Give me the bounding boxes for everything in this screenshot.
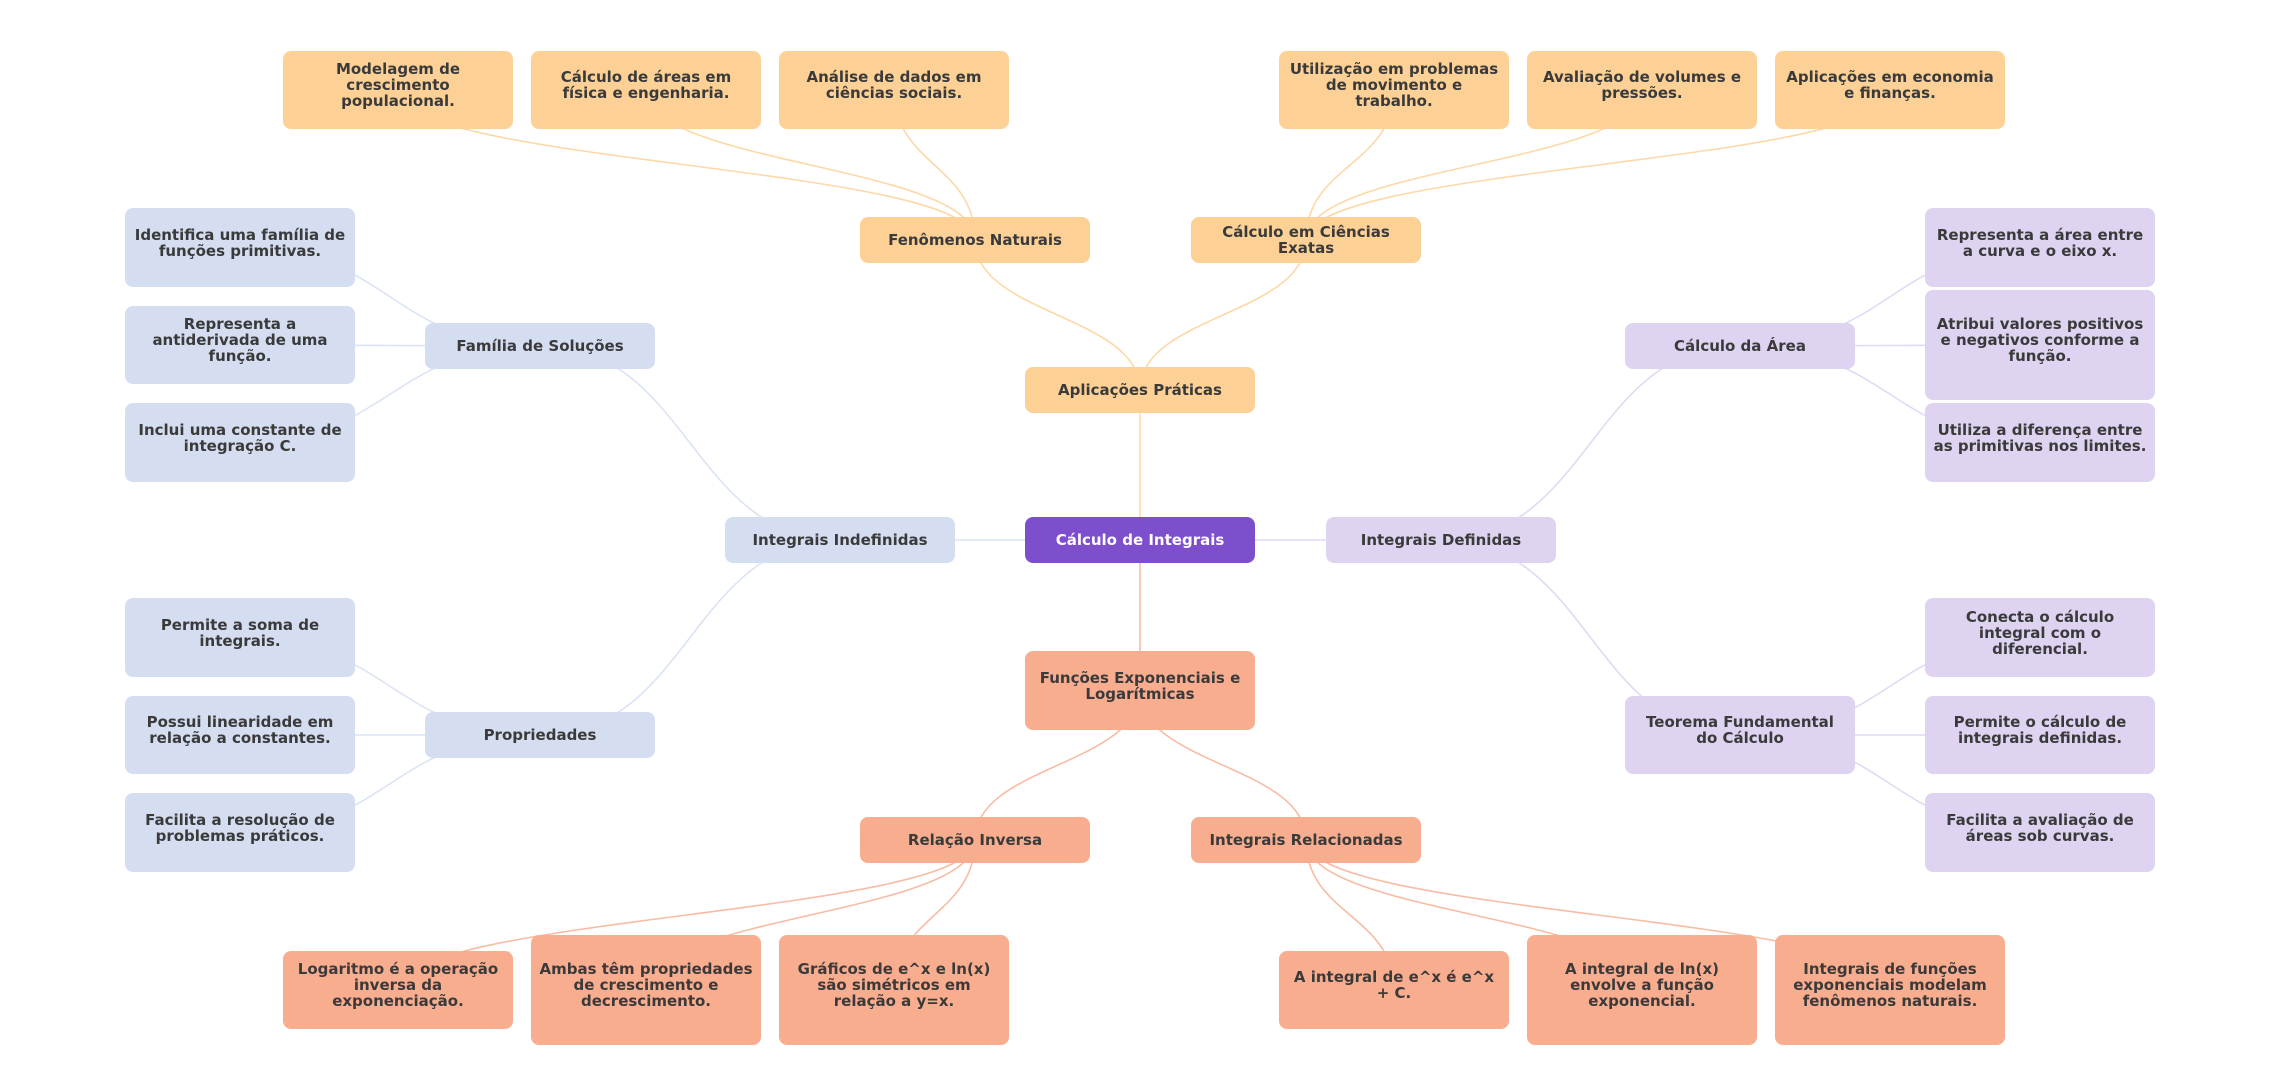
topic-calculo-ciencias-exatas[interactable]: Cálculo em Ciências Exatas [1191,217,1421,263]
leaf-label: Utilização em problemas de movimento e t… [1289,60,1499,110]
leaf-node[interactable]: Integrais de funções exponenciais modela… [1775,935,2005,1045]
leaf-label: Ambas têm propriedades de crescimento e … [539,960,753,1010]
connector-indefinidas-familia [539,345,841,541]
leaf-label: Análise de dados em ciências sociais. [806,68,982,102]
root-node-label: Cálculo de Integrais [1055,531,1225,549]
topic-fenomenos-naturais[interactable]: Fenômenos Naturais [860,217,1090,263]
topic-label: Cálculo da Área [1674,337,1806,355]
branch-label: Funções Exponenciais e Logarítmicas [1039,668,1241,703]
leaf-label: A integral de e^x é e^x + C. [1293,968,1495,1002]
branch-aplicacoes-praticas[interactable]: Aplicações Práticas [1025,367,1255,413]
leaf-label: Representa a área entre a curva e o eixo… [1936,225,2144,260]
topic-label: Família de Soluções [456,337,624,355]
leaf-label: Possui linearidade em relação a constant… [146,713,334,747]
leaf-node[interactable]: Cálculo de áreas em física e engenharia. [531,51,761,129]
leaf-node[interactable]: Gráficos de e^x e ln(x) são simétricos e… [779,935,1009,1045]
leaf-node[interactable]: Representa a antiderivada de uma função. [125,306,355,384]
topic-label: Cálculo em Ciências Exatas [1222,223,1390,257]
leaf-node[interactable]: A integral de ln(x) envolve a função exp… [1527,935,1757,1045]
leaf-label: Avaliação de volumes e pressões. [1542,68,1742,102]
topic-familia-de-solucoes[interactable]: Família de Soluções [425,323,655,369]
branch-integrais-indefinidas[interactable]: Integrais Indefinidas [725,517,955,563]
leaf-node[interactable]: Análise de dados em ciências sociais. [779,51,1009,129]
leaf-label: Utiliza a diferença entre as primitivas … [1933,420,2147,455]
leaf-node[interactable]: Permite a soma de integrais. [125,598,355,677]
leaf-label: Representa a antiderivada de uma função. [152,315,328,365]
leaf-label: Permite a soma de integrais. [160,615,320,650]
leaf-label: Aplicações em economia e finanças. [1786,68,1994,102]
leaf-label: Facilita a avaliação de áreas sob curvas… [1946,810,2134,845]
connector-definidas-area [1440,345,1741,541]
leaf-node[interactable]: Inclui uma constante de integração C. [125,403,355,482]
connector-aplicacoes-exatas [1139,239,1307,391]
topic-label: Fenômenos Naturais [888,231,1062,249]
connector-aplicacoes-fenomenos [974,239,1141,391]
leaf-label: Conecta o cálculo integral com o diferen… [1965,607,2115,658]
leaf-node[interactable]: A integral de e^x é e^x + C. [1279,951,1509,1029]
leaf-label: Integrais de funções exponenciais modela… [1793,960,1987,1010]
leaf-label: Gráficos de e^x e ln(x) são simétricos e… [797,960,991,1010]
branch-integrais-definidas[interactable]: Integrais Definidas [1326,517,1556,563]
branch-funcoes-exponenciais[interactable]: Funções Exponenciais e Logarítmicas [1025,651,1255,730]
leaf-node[interactable]: Facilita a resolução de problemas prátic… [125,793,355,872]
leaf-label: Logaritmo é a operação inversa da expone… [297,960,499,1010]
leaf-label: Facilita a resolução de problemas prátic… [145,810,335,845]
leaf-node[interactable]: Logaritmo é a operação inversa da expone… [283,951,513,1029]
leaf-label: Identifica uma família de funções primit… [134,225,346,260]
branch-label: Aplicações Práticas [1058,381,1222,399]
topic-teorema-fundamental[interactable]: Teorema Fundamental do Cálculo [1625,696,1855,774]
branch-label: Integrais Definidas [1360,531,1522,549]
leaf-node[interactable]: Ambas têm propriedades de crescimento e … [531,935,761,1045]
leaf-node[interactable]: Permite o cálculo de integrais definidas… [1925,696,2155,774]
topic-label: Relação Inversa [907,831,1043,849]
leaf-node[interactable]: Possui linearidade em relação a constant… [125,696,355,774]
branch-label: Integrais Indefinidas [752,531,928,549]
leaf-node[interactable]: Representa a área entre a curva e o eixo… [1925,208,2155,287]
leaf-node[interactable]: Avaliação de volumes e pressões. [1527,51,1757,129]
leaf-node[interactable]: Facilita a avaliação de áreas sob curvas… [1925,793,2155,872]
leaf-label: Atribui valores positivos e negativos co… [1936,315,2144,365]
root-node[interactable]: Cálculo de Integrais [1025,517,1255,563]
topic-label: Integrais Relacionadas [1209,831,1403,849]
leaf-label: Inclui uma constante de integração C. [138,420,342,455]
topic-integrais-relacionadas[interactable]: Integrais Relacionadas [1191,817,1421,863]
topic-propriedades[interactable]: Propriedades [425,712,655,758]
leaf-node[interactable]: Identifica uma família de funções primit… [125,208,355,287]
topic-relacao-inversa[interactable]: Relação Inversa [860,817,1090,863]
topic-label: Propriedades [483,726,597,744]
topic-label: Teorema Fundamental do Cálculo [1646,713,1834,747]
leaf-node[interactable]: Atribui valores positivos e negativos co… [1925,290,2155,400]
leaf-label: Modelagem de crescimento populacional. [335,60,461,110]
leaf-node[interactable]: Utilização em problemas de movimento e t… [1279,51,1509,129]
topic-calculo-da-area[interactable]: Cálculo da Área [1625,323,1855,369]
leaf-label: Permite o cálculo de integrais definidas… [1953,713,2127,747]
leaf-node[interactable]: Modelagem de crescimento populacional. [283,51,513,129]
leaf-node[interactable]: Aplicações em economia e finanças. [1775,51,2005,129]
leaf-label: Cálculo de áreas em física e engenharia. [560,68,732,102]
leaf-label: A integral de ln(x) envolve a função exp… [1565,960,1719,1010]
leaf-node[interactable]: Utiliza a diferença entre as primitivas … [1925,403,2155,482]
leaf-node[interactable]: Conecta o cálculo integral com o diferen… [1925,598,2155,677]
connector-indefinidas-propriedades [539,539,841,736]
